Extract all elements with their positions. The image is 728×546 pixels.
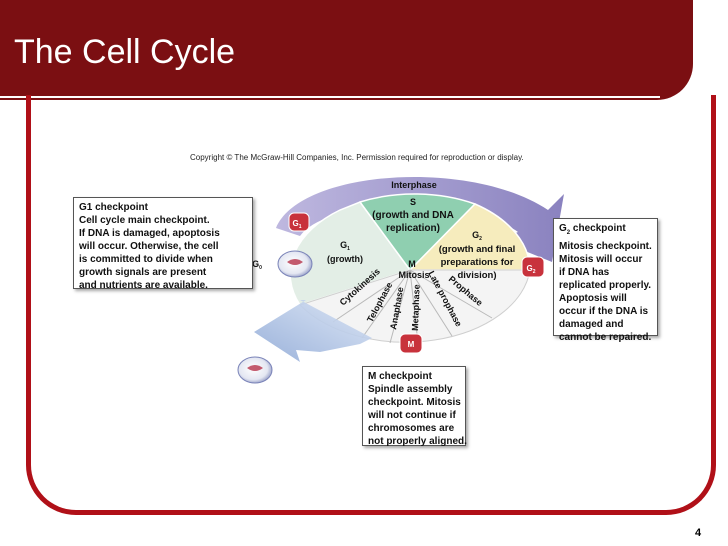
g2-checkpoint-title-letter: G <box>559 223 567 234</box>
slide-title: The Cell Cycle <box>14 33 236 71</box>
m-checkpoint-box: M checkpoint Spindle assembly checkpoint… <box>362 366 467 447</box>
interphase-arc <box>276 176 564 262</box>
g2-phase-letter-text: G <box>472 230 479 240</box>
svg-text:G2: G2 <box>526 264 535 275</box>
g0-label-sub: 0 <box>259 265 262 271</box>
g2-checkpoint-title: G2 checkpoint <box>559 222 652 240</box>
division-arrow <box>254 300 372 362</box>
g2-checkpoint-line: if DNA has <box>559 267 610 278</box>
g1-checkpoint-line: If DNA is damaged, apoptosis <box>79 228 220 239</box>
m-checkpoint-line: M checkpoint <box>368 371 432 382</box>
g2-phase-line2: preparations for <box>441 257 514 268</box>
interphase-label: Interphase <box>391 180 437 190</box>
daughter-cell <box>237 356 273 384</box>
g2-phase-line1: (growth and final <box>439 244 516 255</box>
g1-checkpoint-line: will occur. Otherwise, the cell <box>79 241 219 252</box>
g1-checkpoint-line: G1 checkpoint <box>79 202 148 213</box>
g1-badge-letter: G <box>292 219 298 228</box>
g2-checkpoint-line: Mitosis will occur <box>559 254 643 265</box>
s-phase-letter: S <box>410 197 416 207</box>
g2-checkpoint-line: occur if the DNA is <box>559 306 649 317</box>
copyright-notice: Copyright © The McGraw-Hill Companies, I… <box>190 153 524 162</box>
mitosis-dividers <box>332 269 493 344</box>
g1-checkpoint-line: Cell cycle main checkpoint. <box>79 215 210 226</box>
content-frame <box>26 95 716 515</box>
g0-label: G0 <box>252 259 262 271</box>
g1-phase-sub: 1 <box>347 246 350 252</box>
g1-checkpoint-line: is committed to divide when <box>79 254 213 265</box>
m-checkpoint-line: chromosomes are <box>368 423 455 434</box>
m-checkpoint-badge: M <box>399 333 423 354</box>
g2-phase-sub: 2 <box>479 236 482 242</box>
mitosis-phase-metaphase: Metaphase <box>410 284 422 331</box>
m-phase-desc: Mitosis <box>398 270 429 280</box>
s-phase-line1: (growth and DNA <box>372 210 454 221</box>
g2-checkpoint-line: Mitosis checkpoint. <box>559 241 652 252</box>
s-phase-line2: replication) <box>386 223 440 234</box>
s-wedge <box>358 193 477 272</box>
g1-phase-letter-text: G <box>340 240 347 250</box>
g2-checkpoint-line: cannot be repaired. <box>559 332 652 343</box>
g1-phase-letter: G1 <box>340 240 350 252</box>
g2-badge-letter: G <box>526 264 532 273</box>
page-number: 4 <box>695 527 702 539</box>
g1-checkpoint-line: and nutrients are available. <box>79 280 208 291</box>
m-checkpoint-line: Spindle assembly <box>368 384 453 395</box>
g0-cell <box>277 250 313 278</box>
m-checkpoint-line: will not continue if <box>368 410 456 421</box>
title-underline <box>0 96 660 98</box>
g2-checkpoint-title-rest: checkpoint <box>570 223 626 234</box>
m-badge-letter: M <box>408 340 415 349</box>
g2-checkpoint-badge: G2 <box>521 256 545 278</box>
g1-checkpoint-line: growth signals are present <box>79 267 207 278</box>
g1-badge-sub: 1 <box>299 224 302 230</box>
g2-badge-sub: 2 <box>533 269 536 275</box>
g2-phase-line3: division) <box>457 270 496 281</box>
g1-phase-desc: (growth) <box>327 254 363 264</box>
g2-phase-letter: G2 <box>472 230 482 242</box>
g1-checkpoint-box: G1 checkpoint Cell cycle main checkpoint… <box>73 197 253 291</box>
svg-text:G1: G1 <box>292 219 301 230</box>
m-phase-letter: M <box>408 259 416 269</box>
g2-checkpoint-line: Apoptosis will <box>559 293 627 304</box>
g2-checkpoint-line: replicated properly. <box>559 280 652 291</box>
g2-checkpoint-box: G2 checkpoint Mitosis checkpoint. Mitosi… <box>553 218 658 343</box>
m-checkpoint-line: not properly aligned. <box>368 436 467 447</box>
g1-checkpoint-badge: G1 <box>288 212 310 232</box>
g2-checkpoint-line: damaged and <box>559 319 624 330</box>
g0-label-letter: G <box>252 259 259 269</box>
g2-checkpoint-title-sub: 2 <box>566 230 571 236</box>
m-checkpoint-line: checkpoint. Mitosis <box>368 397 461 408</box>
title-bar: The Cell Cycle <box>0 0 693 100</box>
